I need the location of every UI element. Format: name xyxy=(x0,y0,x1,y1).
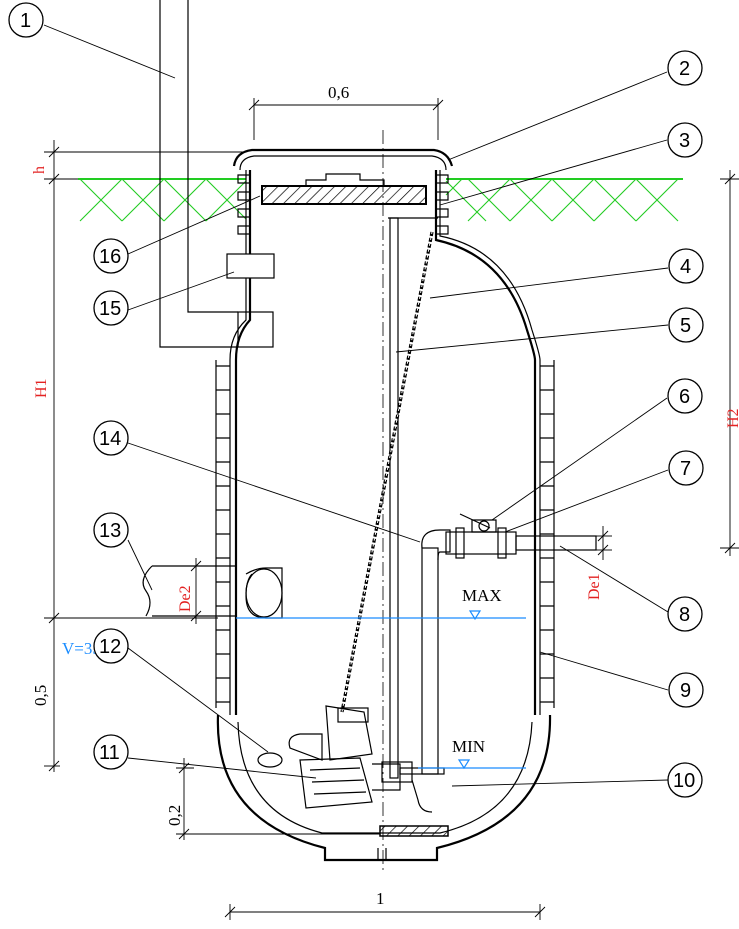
callout-15: 15 xyxy=(93,290,129,326)
leader-lines xyxy=(43,24,669,787)
svg-text:15: 15 xyxy=(99,298,121,320)
lifting-chain xyxy=(340,231,434,713)
dim-tank-width: 1 xyxy=(224,889,546,920)
tank-cover xyxy=(232,148,454,205)
svg-text:5: 5 xyxy=(680,315,691,337)
dim-pump-height: 0,2 xyxy=(165,758,380,840)
pipe-1 xyxy=(159,0,274,348)
De1-label: De1 xyxy=(586,573,603,600)
callout-4: 4 xyxy=(668,248,704,284)
svg-text:10: 10 xyxy=(673,770,695,792)
H2-label: H2 xyxy=(725,408,739,428)
svg-text:6: 6 xyxy=(679,386,690,408)
svg-text:7: 7 xyxy=(680,458,691,480)
De2-label: De2 xyxy=(177,585,194,612)
callout-12: 12 xyxy=(93,628,129,664)
callout-10: 10 xyxy=(667,762,703,798)
callout-2: 2 xyxy=(667,50,703,86)
dim-De2: De2 xyxy=(177,558,206,624)
callout-5: 5 xyxy=(668,307,704,343)
dim-cover-width: 0,6 xyxy=(248,83,444,140)
callout-6: 6 xyxy=(667,378,703,414)
svg-text:1: 1 xyxy=(20,10,31,32)
callout-11: 11 xyxy=(93,734,129,770)
svg-text:3: 3 xyxy=(679,130,690,152)
pump-height-label: 0,2 xyxy=(165,805,184,826)
svg-text:2: 2 xyxy=(679,58,690,80)
H1-label: H1 xyxy=(33,378,50,398)
cover-width-label: 0,6 xyxy=(328,83,349,102)
svg-text:9: 9 xyxy=(680,680,691,702)
callout-9: 9 xyxy=(668,672,704,708)
inlet-pipe-13 xyxy=(142,565,283,619)
pump xyxy=(257,705,449,837)
guide-rail xyxy=(388,217,438,779)
min-level-label: MIN xyxy=(452,737,485,756)
dim-De1: De1 xyxy=(586,526,612,600)
svg-text:14: 14 xyxy=(99,428,121,450)
callout-14: 14 xyxy=(93,420,129,456)
ground-hatch xyxy=(78,178,683,222)
callout-1: 1 xyxy=(8,2,44,38)
callout-13: 13 xyxy=(93,512,129,548)
pressure-pipe xyxy=(421,513,597,775)
tank-shell xyxy=(215,170,555,862)
svg-text:12: 12 xyxy=(99,636,121,658)
callout-3: 3 xyxy=(667,122,703,158)
max-level-label: MAX xyxy=(462,586,502,605)
dim-H2: H2 xyxy=(720,170,739,556)
svg-text:13: 13 xyxy=(99,520,121,542)
junction-box-15 xyxy=(226,253,275,279)
svg-text:4: 4 xyxy=(680,256,691,278)
callout-16: 16 xyxy=(93,238,129,274)
h-label: h xyxy=(31,166,48,174)
callout-8: 8 xyxy=(667,596,703,632)
dim-left-chain: h H1 0,5 xyxy=(31,140,246,772)
svg-text:16: 16 xyxy=(99,246,121,268)
callout-7: 7 xyxy=(668,450,704,486)
bottom-height-label: 0,5 xyxy=(31,685,50,706)
svg-text:11: 11 xyxy=(99,742,120,764)
svg-text:8: 8 xyxy=(679,604,690,626)
tank-width-label: 1 xyxy=(376,889,385,908)
